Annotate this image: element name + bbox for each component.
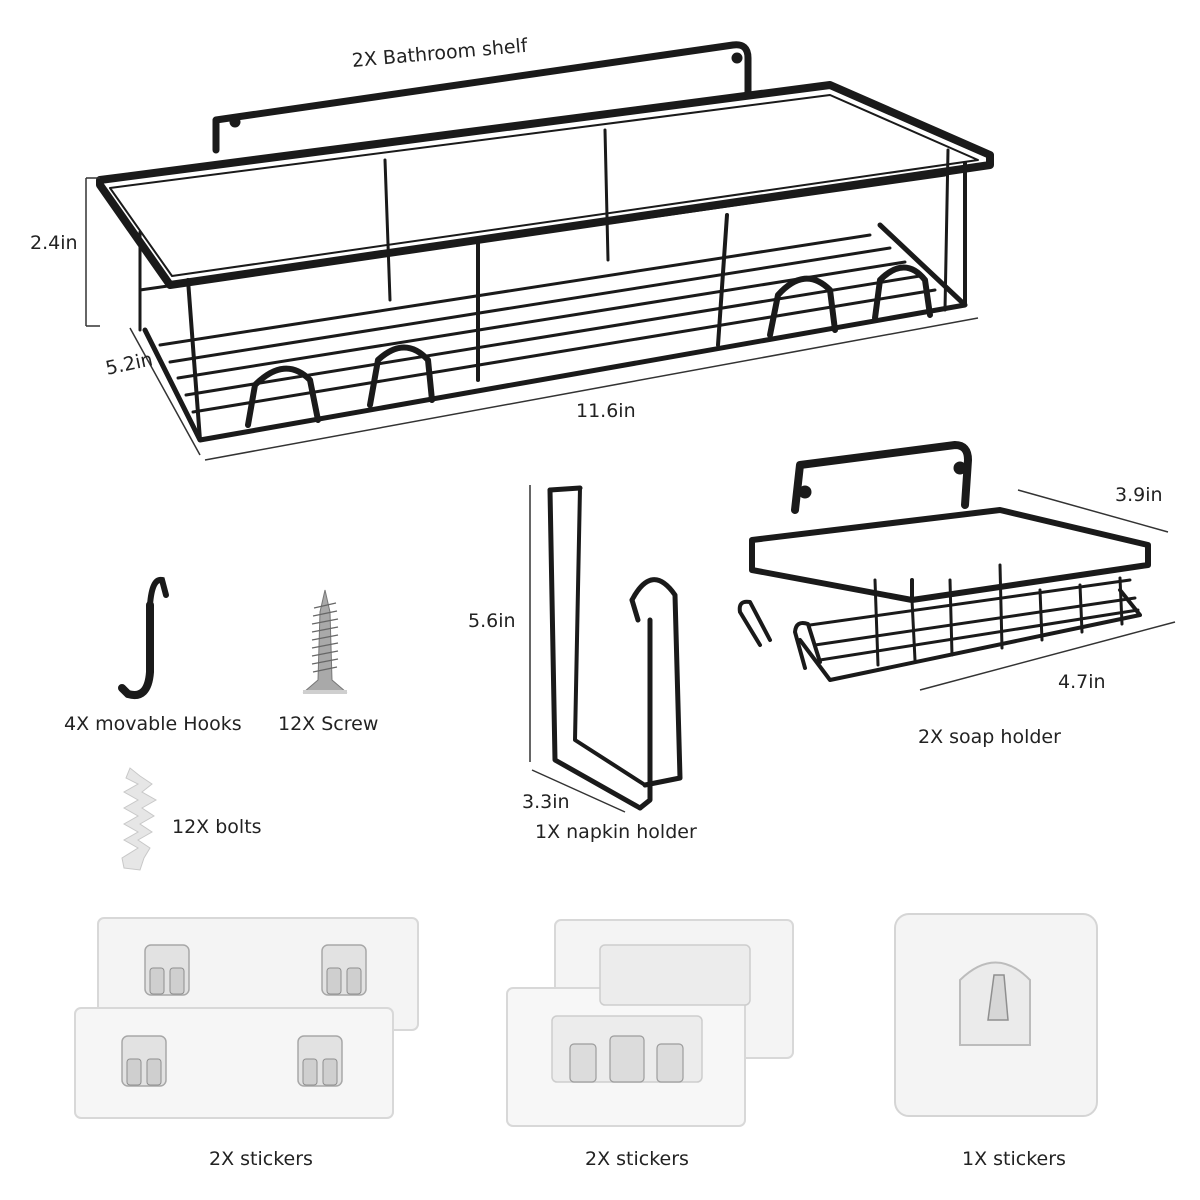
movable-hook (118, 576, 169, 699)
screw (302, 589, 348, 694)
sticker-group-a (74, 917, 419, 1119)
label-stickers-c: 1X stickers (962, 1148, 1066, 1170)
label-soap-holder: 2X soap holder (918, 726, 1061, 748)
label-stickers-a: 2X stickers (209, 1148, 313, 1170)
label-soap-width: 4.7in (1058, 671, 1106, 693)
label-shelf-height: 2.4in (30, 232, 78, 254)
wall-anchor (121, 767, 158, 871)
napkin-dimension-lines (529, 485, 626, 813)
label-napkin-depth: 3.3in (522, 791, 570, 813)
bathroom-shelf (96, 41, 994, 443)
napkin-holder (547, 485, 683, 811)
soap-holder (737, 441, 1151, 682)
label-napkin-height: 5.6in (468, 610, 516, 632)
label-napkin-holder: 1X napkin holder (535, 821, 697, 843)
label-shelf-width: 11.6in (576, 400, 636, 422)
label-hooks: 4X movable Hooks (64, 713, 242, 735)
soap-dimension-lines (919, 489, 1176, 691)
label-screw: 12X Screw (278, 713, 379, 735)
sticker-group-b (506, 919, 794, 1127)
label-soap-depth: 3.9in (1115, 484, 1163, 506)
shelf-dimension-lines (85, 177, 979, 461)
label-stickers-b: 2X stickers (585, 1148, 689, 1170)
sticker-group-c (894, 913, 1098, 1117)
label-bolts: 12X bolts (172, 816, 262, 838)
